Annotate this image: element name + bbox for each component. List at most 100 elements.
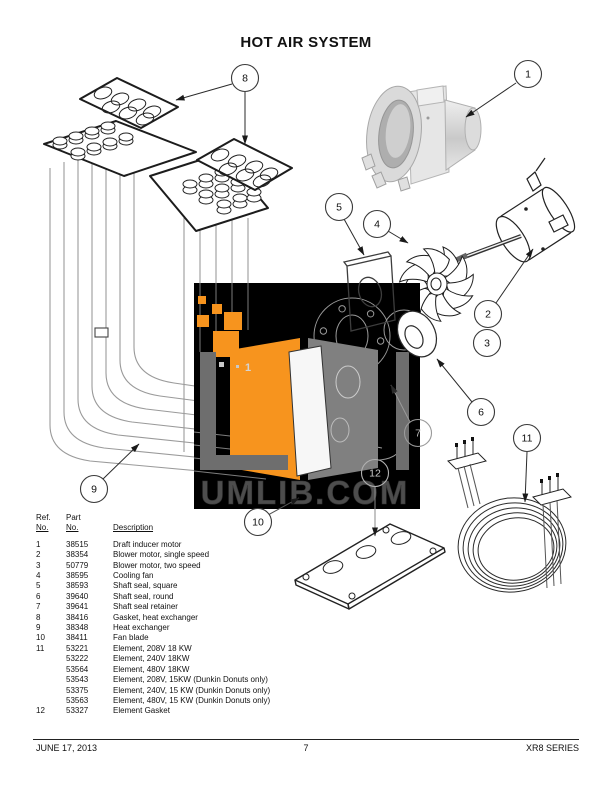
part-desc: Shaft seal retainer bbox=[113, 602, 178, 612]
heat-exchanger-gaskets bbox=[79, 77, 293, 191]
leader-4 bbox=[387, 230, 409, 244]
header-part-line1: Part bbox=[66, 513, 81, 522]
part-desc: Element, 208V, 15KW (Dunkin Donuts only) bbox=[113, 675, 268, 685]
callout-7: 7 bbox=[403, 418, 433, 448]
leader-9 bbox=[102, 443, 140, 480]
shaft-seal-round-drawing bbox=[396, 310, 438, 358]
ref-no: 8 bbox=[36, 612, 41, 622]
blower-motor-drawing bbox=[450, 157, 576, 265]
callout-8: 8 bbox=[230, 63, 260, 93]
element-terminal-right bbox=[532, 473, 572, 589]
part-no: 53563 bbox=[66, 695, 89, 705]
tube-clamp bbox=[94, 327, 109, 338]
part-desc: Shaft seal, round bbox=[113, 591, 174, 601]
header-ref-line1: Ref. bbox=[36, 513, 51, 522]
heating-element-drawing bbox=[447, 437, 572, 593]
callout-3: 3 bbox=[472, 328, 502, 358]
ref-no: 4 bbox=[36, 571, 41, 581]
part-no: 39641 bbox=[66, 602, 89, 612]
part-desc: Element, 480V, 15 KW (Dunkin Donuts only… bbox=[113, 695, 271, 705]
ref-no: 7 bbox=[36, 602, 41, 612]
part-desc: Blower motor, two speed bbox=[113, 560, 201, 570]
header-part-line2: No. bbox=[66, 523, 79, 533]
table-row: 7 39641 Shaft seal retainer bbox=[36, 602, 336, 612]
part-no: 38354 bbox=[66, 550, 89, 560]
part-no: 53221 bbox=[66, 643, 89, 653]
header-description: Description bbox=[113, 523, 154, 533]
shaft-seal-square-drawing bbox=[342, 251, 396, 332]
callout-8-label: 8 bbox=[242, 73, 248, 85]
leader-lines bbox=[102, 82, 534, 537]
part-no: 38411 bbox=[66, 633, 88, 643]
ref-no bbox=[36, 696, 66, 706]
through-label-text: 1 bbox=[245, 362, 251, 374]
part-no: 50779 bbox=[66, 560, 89, 570]
table-row: 53563 Element, 480V, 15 KW (Dunkin Donuts… bbox=[36, 696, 336, 706]
footer-series: XR8 SERIES bbox=[525, 743, 579, 753]
ref-no bbox=[36, 665, 66, 675]
leader-11 bbox=[522, 451, 529, 503]
callout-5-label: 5 bbox=[336, 202, 342, 214]
part-desc: Fan blade bbox=[113, 633, 149, 643]
part-desc: Element, 240V, 15 KW (Dunkin Donuts only… bbox=[113, 685, 271, 695]
callouts: 1 2 3 4 5 6 7 bbox=[79, 59, 543, 537]
part-desc: Gasket, heat exchanger bbox=[113, 612, 198, 622]
ref-no: 1 bbox=[36, 539, 41, 549]
footer-page-number: 7 bbox=[303, 743, 309, 753]
element-terminal-left bbox=[447, 437, 487, 509]
callout-10: 10 bbox=[243, 507, 273, 537]
ref-no: 6 bbox=[36, 591, 41, 601]
leader-1 bbox=[465, 82, 517, 118]
part-desc: Shaft seal, square bbox=[113, 581, 178, 591]
part-desc: Element Gasket bbox=[113, 706, 170, 716]
ref-no: 11 bbox=[36, 643, 45, 653]
ref-no: 3 bbox=[36, 560, 41, 570]
leader-2 bbox=[495, 248, 534, 304]
callout-2: 2 bbox=[473, 299, 503, 329]
table-row: 8 38416 Gasket, heat exchanger bbox=[36, 613, 336, 623]
callout-4: 4 bbox=[362, 209, 392, 239]
part-no: 38593 bbox=[66, 581, 89, 591]
callout-11-label: 11 bbox=[522, 433, 533, 445]
part-desc: Blower motor, single speed bbox=[113, 550, 210, 560]
parts-table-header: Ref. Part No. No. Description bbox=[36, 513, 336, 534]
draft-inducer-motor-image bbox=[361, 85, 482, 192]
part-no: 38348 bbox=[66, 623, 89, 633]
callout-7-label: 7 bbox=[415, 428, 421, 440]
callout-5: 5 bbox=[324, 192, 354, 222]
through-label: 1 bbox=[219, 362, 251, 374]
watermark-text: UMLIB.COM bbox=[201, 474, 410, 511]
table-row: 3 50779 Blower motor, two speed bbox=[36, 561, 336, 571]
callout-4-label: 4 bbox=[374, 219, 380, 231]
part-no: 53375 bbox=[66, 685, 89, 695]
callout-2-label: 2 bbox=[485, 309, 491, 321]
callout-1-label: 1 bbox=[525, 69, 531, 81]
footer-date: JUNE 17, 2013 bbox=[36, 743, 98, 753]
part-desc: Element, 240V 18KW bbox=[113, 654, 190, 664]
element-gasket-drawing bbox=[294, 523, 446, 610]
ref-no bbox=[36, 686, 66, 696]
leader-6 bbox=[436, 358, 473, 403]
umlib-logo bbox=[197, 296, 300, 480]
callout-6: 6 bbox=[466, 397, 496, 427]
header-ref-line2: No. bbox=[36, 523, 49, 533]
part-no: 38515 bbox=[66, 539, 89, 549]
part-no: 53564 bbox=[66, 664, 89, 674]
callout-12-label: 12 bbox=[369, 468, 381, 480]
part-no: 38416 bbox=[66, 612, 89, 622]
